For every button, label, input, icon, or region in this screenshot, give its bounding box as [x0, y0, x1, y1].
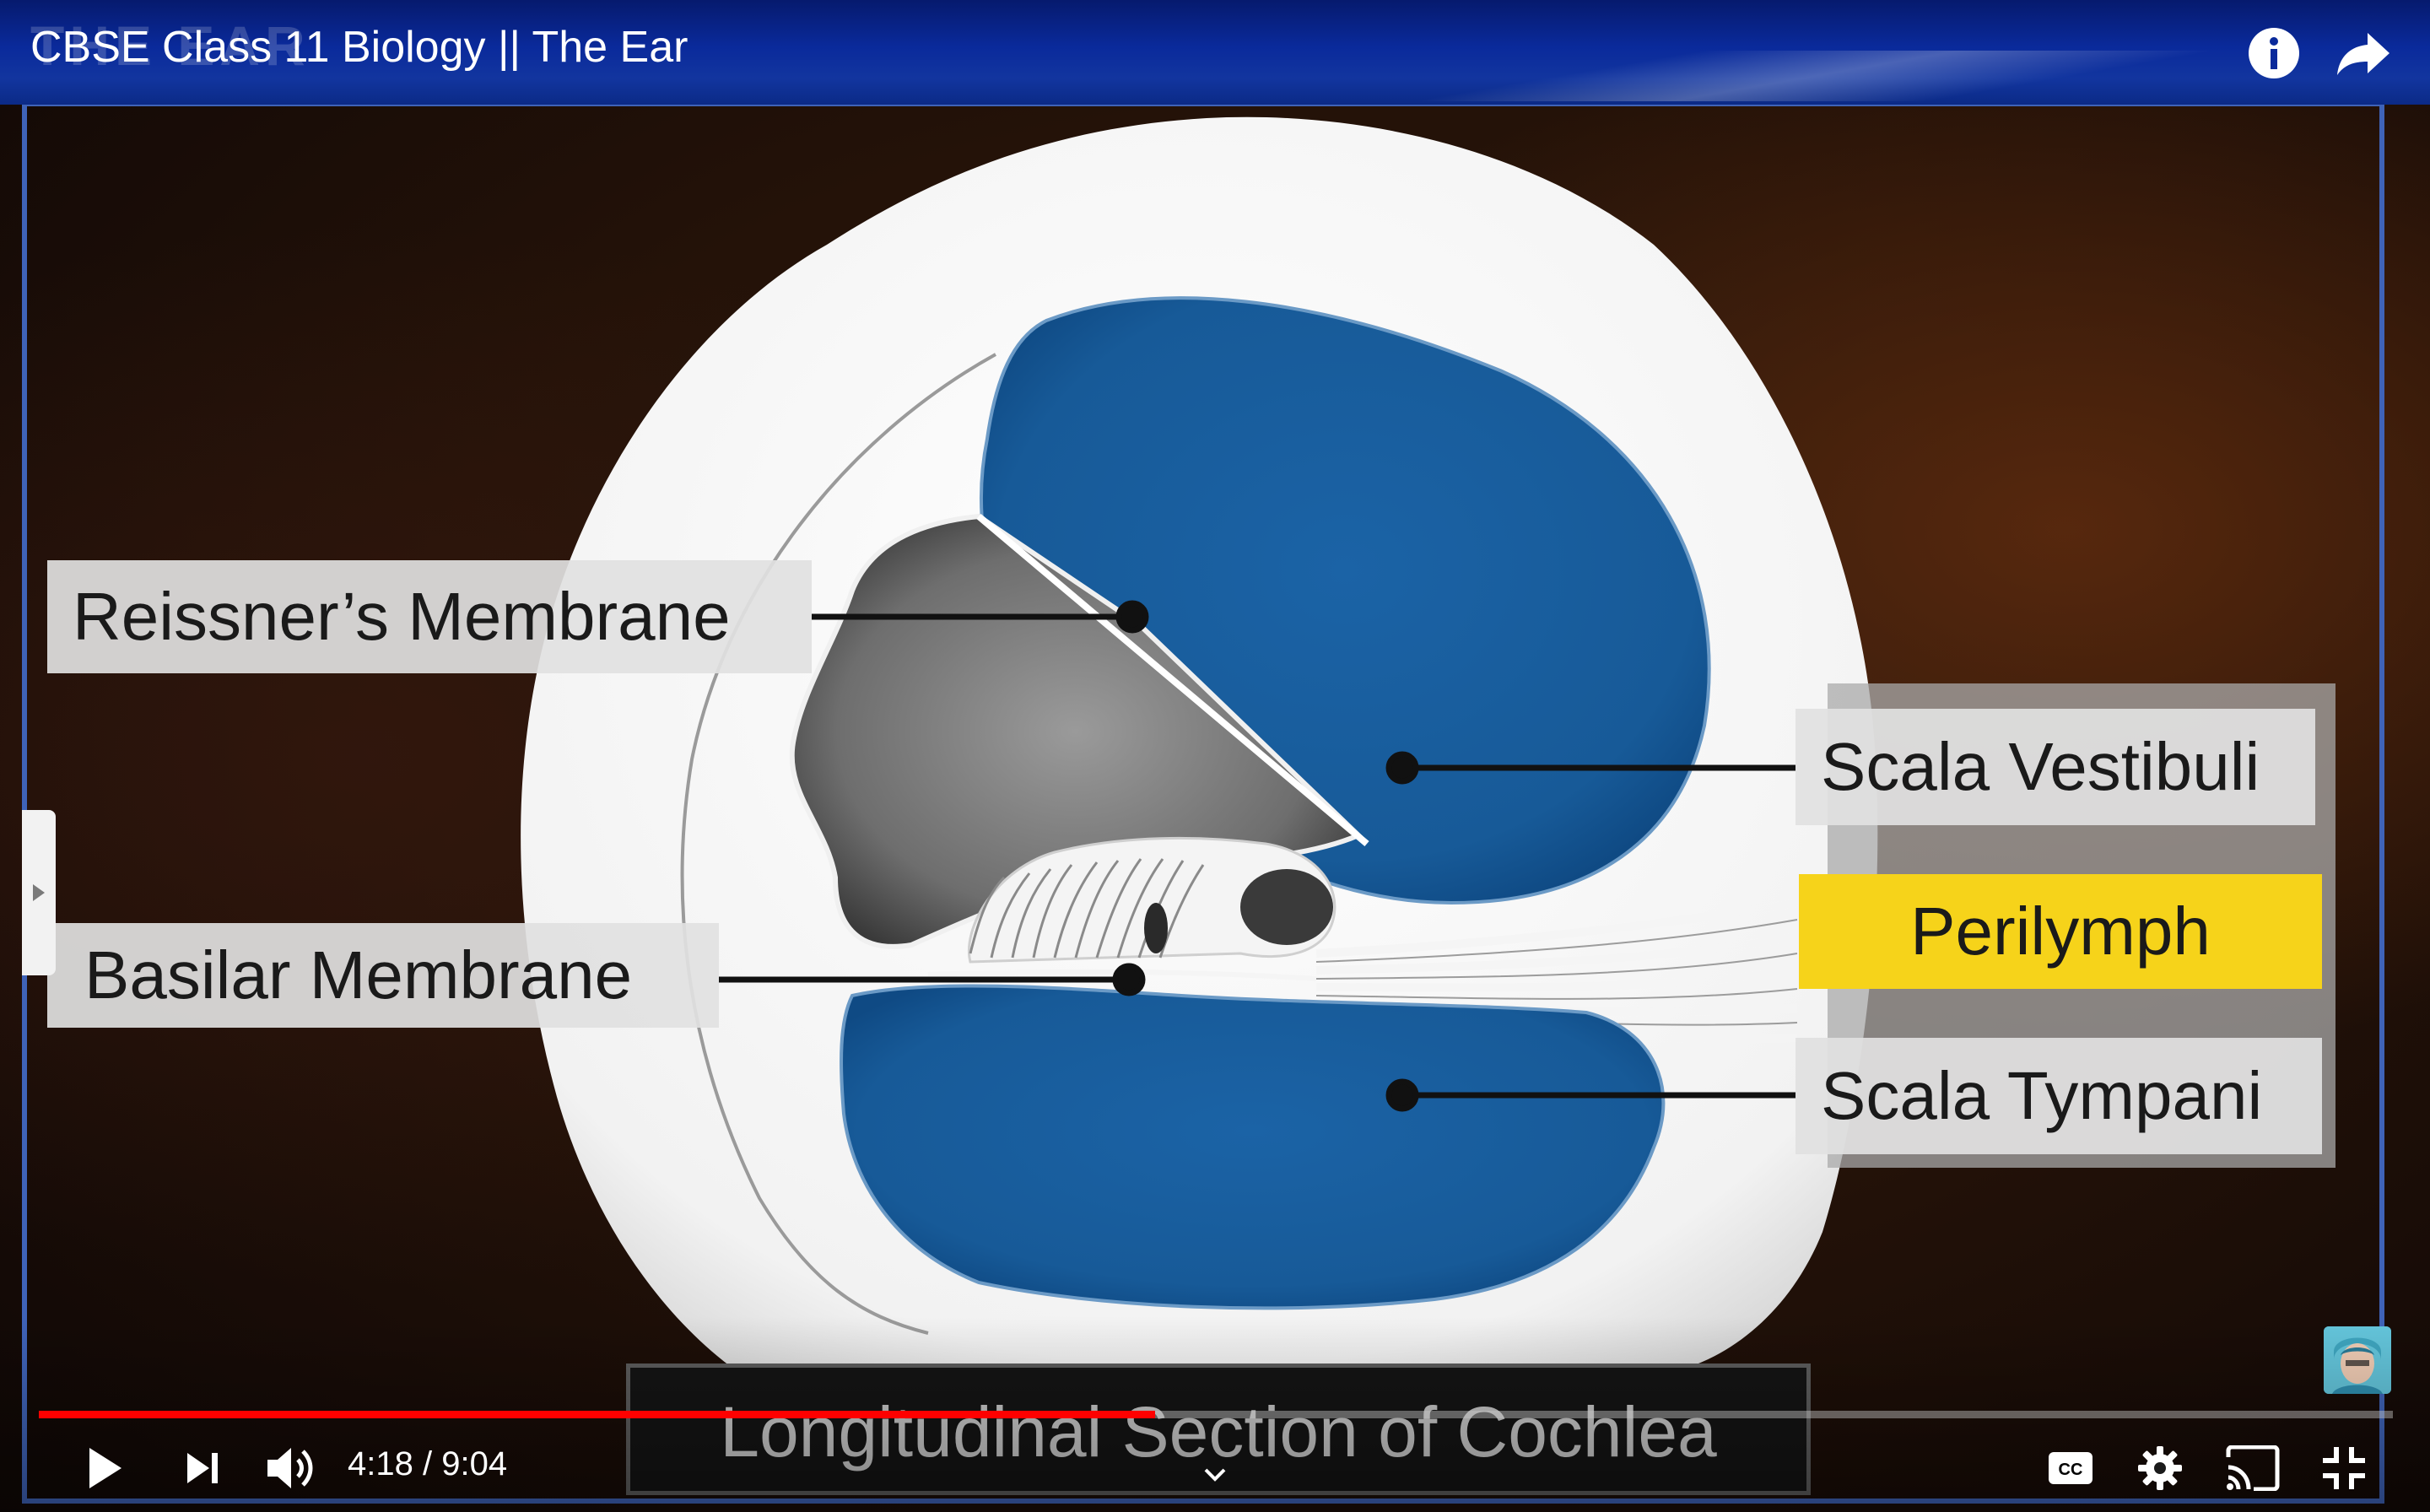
scala-vestibuli-text: Scala Vestibuli [1821, 729, 2260, 804]
progress-played [39, 1411, 1156, 1418]
cc-icon: CC [2049, 1452, 2092, 1484]
share-button[interactable] [2334, 24, 2393, 83]
reissners-membrane-label: Reissner’s Membrane [47, 560, 812, 673]
volume-icon [267, 1448, 313, 1488]
perilymph-label: Perilymph [1799, 874, 2322, 989]
info-button[interactable] [2244, 24, 2303, 83]
video-title[interactable]: CBSE Class 11 Biology || The Ear [30, 23, 688, 72]
current-time: 4:18 [348, 1445, 413, 1482]
caption-box: Longitudinal Section of Cochlea [626, 1364, 1811, 1495]
settings-button[interactable] [2126, 1434, 2194, 1502]
channel-watermark: THE EAR [30, 14, 310, 77]
volume-button[interactable] [256, 1434, 324, 1502]
next-icon [187, 1453, 218, 1483]
reissners-membrane-text: Reissner’s Membrane [73, 579, 731, 654]
title-bar: THE EAR CBSE Class 11 Biology || The Ear [0, 0, 2430, 105]
side-panel-toggle[interactable] [22, 810, 56, 975]
scala-vestibuli-label: Scala Vestibuli [1796, 709, 2315, 825]
caption-text: Longitudinal Section of Cochlea [720, 1392, 1717, 1472]
play-button[interactable] [71, 1434, 138, 1502]
chapter-chevron[interactable] [1196, 1441, 1234, 1509]
avatar-image [2324, 1326, 2391, 1394]
title-gloss [1012, 51, 2430, 101]
exit-fullscreen-button[interactable] [2310, 1434, 2378, 1502]
perilymph-text: Perilymph [1910, 894, 2211, 969]
time-display: 4:18 / 9:04 [348, 1445, 507, 1483]
scala-tympani-label: Scala Tympani [1796, 1038, 2322, 1154]
scala-tympani-text: Scala Tympani [1821, 1058, 2263, 1133]
chevron-down-icon [1204, 1468, 1226, 1482]
captions-button[interactable]: CC [2037, 1434, 2104, 1502]
svg-text:CC: CC [2059, 1461, 2083, 1479]
basilar-membrane-label: Basilar Membrane [47, 923, 719, 1028]
basilar-membrane-text: Basilar Membrane [84, 937, 633, 1012]
exit-fullscreen-icon [2323, 1447, 2365, 1489]
duration: 9:04 [441, 1445, 508, 1482]
share-icon [2337, 33, 2390, 75]
play-icon [89, 1448, 122, 1488]
cast-button[interactable] [2219, 1434, 2287, 1502]
gear-icon [2138, 1446, 2182, 1490]
cast-icon [2226, 1445, 2280, 1491]
info-icon [2249, 28, 2299, 78]
channel-avatar[interactable] [2324, 1326, 2391, 1394]
chevron-right-icon [33, 884, 45, 901]
progress-bar[interactable] [39, 1411, 2393, 1418]
time-separator: / [422, 1445, 433, 1482]
next-button[interactable] [169, 1434, 236, 1502]
